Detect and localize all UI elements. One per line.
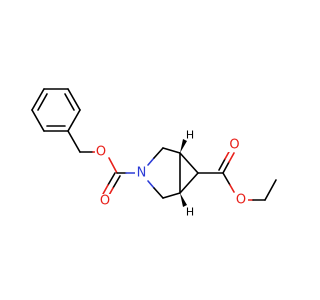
benzyl-linker: [67, 130, 96, 153]
cyclopropane-ring: [179, 152, 199, 194]
ester-oxygen-right-label: O: [236, 193, 246, 208]
carbonyl-oxygen-left-label: O: [100, 194, 110, 209]
ethyl-ester-group: [197, 149, 277, 201]
benzene-ring: [31, 88, 81, 132]
pyrrolidine-ring: [147, 147, 181, 199]
carbonyl-oxygen-right-label: O: [229, 138, 239, 153]
atom-labels: O N O O O H H: [95, 129, 248, 219]
stereo-hydrogen-top-label: H: [186, 129, 194, 142]
ester-oxygen-left-label: O: [96, 145, 106, 160]
carbamate-group: [102, 157, 137, 198]
stereo-wedges: [180, 139, 187, 207]
molecule-diagram: O N O O O H H: [31, 88, 277, 219]
structure-canvas: O N O O O H H: [31, 88, 277, 219]
stereo-hydrogen-bottom-label: H: [186, 206, 194, 219]
nitrogen-label: N: [137, 166, 147, 181]
